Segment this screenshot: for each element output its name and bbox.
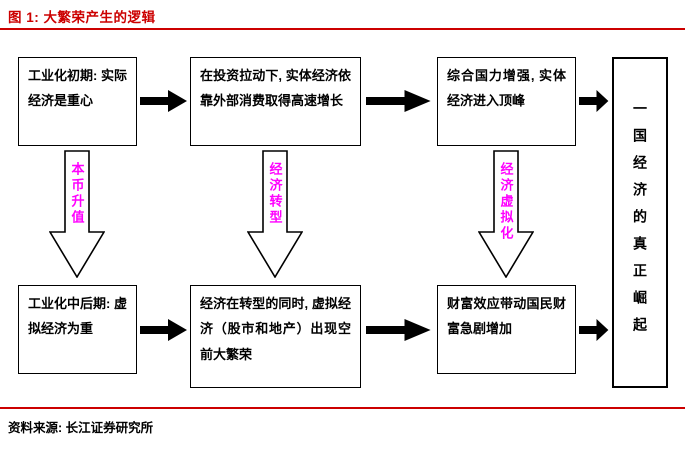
arrow-right-icon — [366, 89, 432, 113]
result-box-national-rise: 一国经济的真正崛起 — [612, 57, 668, 388]
arrow-right-icon — [579, 318, 609, 342]
transition-label: 经济转型 — [267, 162, 283, 226]
block-arrow-down-icon — [247, 150, 303, 278]
flow-box-wealth-effect: 财富效应带动国民财富急剧增加 — [437, 285, 576, 374]
transition-connector: 经济转型 — [247, 150, 303, 280]
flow-box-national-power-peak: 综合国力增强, 实体经济进入顶峰 — [437, 57, 576, 146]
transition-label: 本币升值 — [69, 162, 85, 226]
figure-title: 图 1: 大繁荣产生的逻辑 — [8, 10, 156, 25]
flow-box-investment-driven-growth: 在投资拉动下, 实体经济依靠外部消费取得高速增长 — [190, 57, 361, 146]
arrow-right-icon — [579, 89, 609, 113]
arrow-right-icon — [366, 318, 432, 342]
source-note: 资料来源: 长江证券研究所 — [8, 421, 154, 435]
result-box-text: 一国经济的真正崛起 — [632, 101, 648, 344]
block-arrow-down-icon — [478, 150, 534, 278]
bottom-rule — [0, 407, 685, 409]
arrow-right-icon — [140, 89, 188, 113]
transition-connector: 本币升值 — [49, 150, 105, 280]
arrow-right-icon — [140, 318, 188, 342]
top-rule — [0, 28, 685, 30]
transition-label: 经济虚拟化 — [498, 162, 514, 242]
transition-connector: 经济虚拟化 — [478, 150, 534, 280]
flow-box-virtual-economy-boom: 经济在转型的同时, 虚拟经济（股市和地产）出现空前大繁荣 — [190, 285, 361, 388]
flow-box-early-industrialization: 工业化初期: 实际经济是重心 — [18, 57, 137, 146]
flow-box-late-industrialization: 工业化中后期: 虚拟经济为重 — [18, 285, 137, 374]
block-arrow-down-icon — [49, 150, 105, 278]
